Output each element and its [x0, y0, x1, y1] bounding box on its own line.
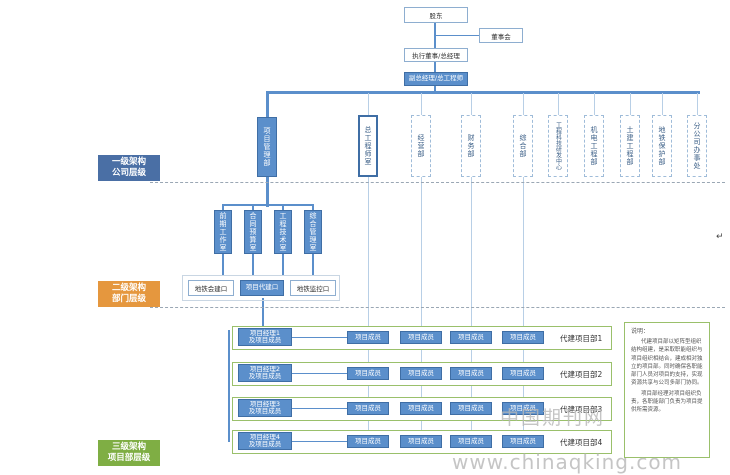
sub-office-box: 综合管理室	[304, 210, 322, 254]
project-dept-label: 代建项目部1	[560, 334, 603, 343]
executive-label: 执行董事/总经理	[412, 52, 460, 60]
executive-box: 执行董事/总经理	[404, 48, 468, 62]
project-member-box: 项目成员	[502, 435, 544, 448]
dept-box: 综合部	[513, 115, 533, 177]
level3-label: 三级架构 项目部层级	[98, 440, 160, 466]
note-paragraph: 项目部经理对项目组织负责，各职能部门负责为项目提供所需资源。	[631, 390, 703, 414]
dept-box: 经营部	[411, 115, 431, 177]
watermark-url: www.chinaqking.com	[452, 450, 683, 474]
sub-office-box: 合同预算室	[244, 210, 262, 254]
connector	[292, 373, 347, 374]
connector	[292, 337, 347, 338]
project-dept-label: 代建项目部4	[560, 438, 603, 447]
connector	[292, 441, 347, 442]
sub-office-box: 工程技术室	[274, 210, 292, 254]
project-member-box: 项目成员	[450, 435, 492, 448]
connector	[266, 91, 269, 119]
project-member-box: 项目成员	[400, 435, 442, 448]
connector	[282, 204, 284, 212]
level-separator	[150, 182, 725, 183]
interface-box: 项目代建口	[240, 280, 284, 296]
level2-label: 二级架构 部门层级	[98, 281, 160, 307]
project-manager-box: 项目经理4 及项目成员	[238, 432, 292, 450]
project-member-box: 项目成员	[347, 367, 389, 380]
connector	[471, 93, 472, 115]
dept-box: 土建工程部	[620, 115, 640, 177]
interface-box: 地铁监控口	[290, 280, 336, 296]
connector	[252, 254, 254, 276]
dept-box: 总工程师室	[358, 115, 378, 177]
project-manager-box: 项目经理3 及项目成员	[238, 399, 292, 417]
connector	[594, 93, 595, 115]
project-mgmt-dept: 项目管理部	[257, 117, 277, 177]
connector	[434, 82, 436, 92]
connector	[435, 35, 479, 36]
project-member-box: 项目成员	[450, 402, 492, 415]
connector	[228, 330, 230, 442]
connector	[421, 177, 422, 444]
connector	[630, 93, 631, 115]
connector	[558, 93, 559, 115]
dept-box: 机电工程部	[584, 115, 604, 177]
dept-box: 分公司办事处	[687, 115, 707, 177]
connector	[252, 204, 254, 212]
paragraph-mark: ↵	[716, 232, 724, 242]
note-box: 说明： 代建项目部以矩阵型组织结构组建，是采取职能组织与项目组织相结合，建成相对…	[624, 322, 710, 458]
project-mgmt-label: 项目管理部	[263, 127, 271, 167]
connector	[471, 177, 472, 444]
connector	[266, 177, 269, 207]
watermark-cn: 中国期刊网	[500, 407, 606, 429]
project-member-box: 项目成员	[400, 402, 442, 415]
shareholders-label: 股东	[429, 12, 443, 20]
dept-box: 财务部	[461, 115, 481, 177]
project-member-box: 项目成员	[400, 331, 442, 344]
project-member-box: 项目成员	[502, 331, 544, 344]
project-manager-box: 项目经理1 及项目成员	[238, 328, 292, 346]
connector	[421, 93, 422, 115]
connector	[523, 93, 524, 115]
connector	[262, 298, 264, 330]
project-member-box: 项目成员	[502, 402, 544, 415]
connector	[312, 254, 314, 276]
project-member-box: 项目成员	[450, 331, 492, 344]
deputy-label: 副总经理/总工程师	[408, 74, 464, 83]
connector	[662, 93, 663, 115]
connector	[368, 177, 369, 444]
level-separator	[150, 307, 725, 308]
connector	[222, 204, 314, 206]
connector	[222, 204, 224, 212]
project-member-box: 项目成员	[347, 331, 389, 344]
shareholders-box: 股东	[404, 7, 468, 23]
sub-office-box: 前期工作室	[214, 210, 232, 254]
dept-box: 地铁保护部	[652, 115, 672, 177]
level1-label: 一级架构 公司层级	[98, 155, 160, 181]
project-dept-label: 代建项目部3	[560, 405, 603, 414]
connector	[266, 91, 700, 94]
connector	[312, 204, 314, 212]
project-member-box: 项目成员	[502, 367, 544, 380]
connector	[697, 93, 698, 115]
project-member-box: 项目成员	[347, 435, 389, 448]
project-member-box: 项目成员	[400, 367, 442, 380]
interface-box: 地铁会建口	[188, 280, 234, 296]
project-member-box: 项目成员	[450, 367, 492, 380]
connector	[368, 93, 369, 115]
connector	[222, 254, 224, 276]
connector	[282, 254, 284, 276]
note-paragraph: 代建项目部以矩阵型组织结构组建，是采取职能组织与项目组织相结合，建成相对独立的项…	[631, 339, 703, 387]
project-dept-label: 代建项目部2	[560, 370, 603, 379]
connector	[523, 177, 524, 444]
interfaces-frame	[182, 275, 340, 301]
project-manager-box: 项目经理2 及项目成员	[238, 364, 292, 382]
project-member-box: 项目成员	[347, 402, 389, 415]
board-label: 董事会	[491, 32, 511, 41]
board-box: 董事会	[479, 28, 523, 43]
connector	[292, 408, 347, 409]
note-title: 说明：	[631, 328, 650, 335]
deputy-box: 副总经理/总工程师	[404, 72, 468, 86]
dept-box: 工程科技研发中心	[548, 115, 568, 177]
